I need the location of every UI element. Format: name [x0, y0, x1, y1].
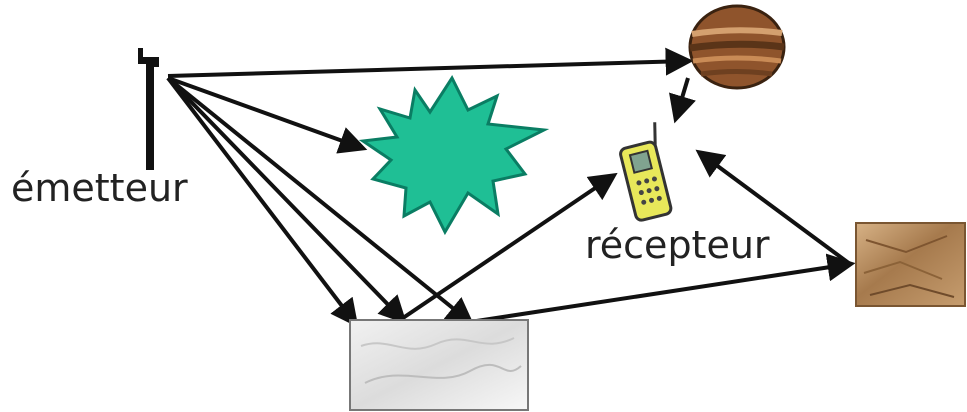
receiver-label: récepteur	[585, 223, 770, 267]
path-marble-to-wood	[470, 264, 850, 322]
mobile-phone-icon	[615, 122, 677, 221]
path-to-marble-left	[168, 78, 403, 320]
path-to-planet	[168, 61, 688, 76]
path-planet-to-receiver	[676, 78, 688, 118]
marble-block-icon	[350, 320, 528, 410]
antenna-icon	[138, 48, 159, 170]
wood-block-icon	[856, 223, 965, 306]
star-burst-icon	[363, 78, 544, 232]
path-to-marble-bottom	[168, 78, 355, 323]
planet-icon	[690, 6, 784, 88]
transmitter-label: émetteur	[11, 166, 188, 210]
signal-paths	[168, 61, 850, 323]
